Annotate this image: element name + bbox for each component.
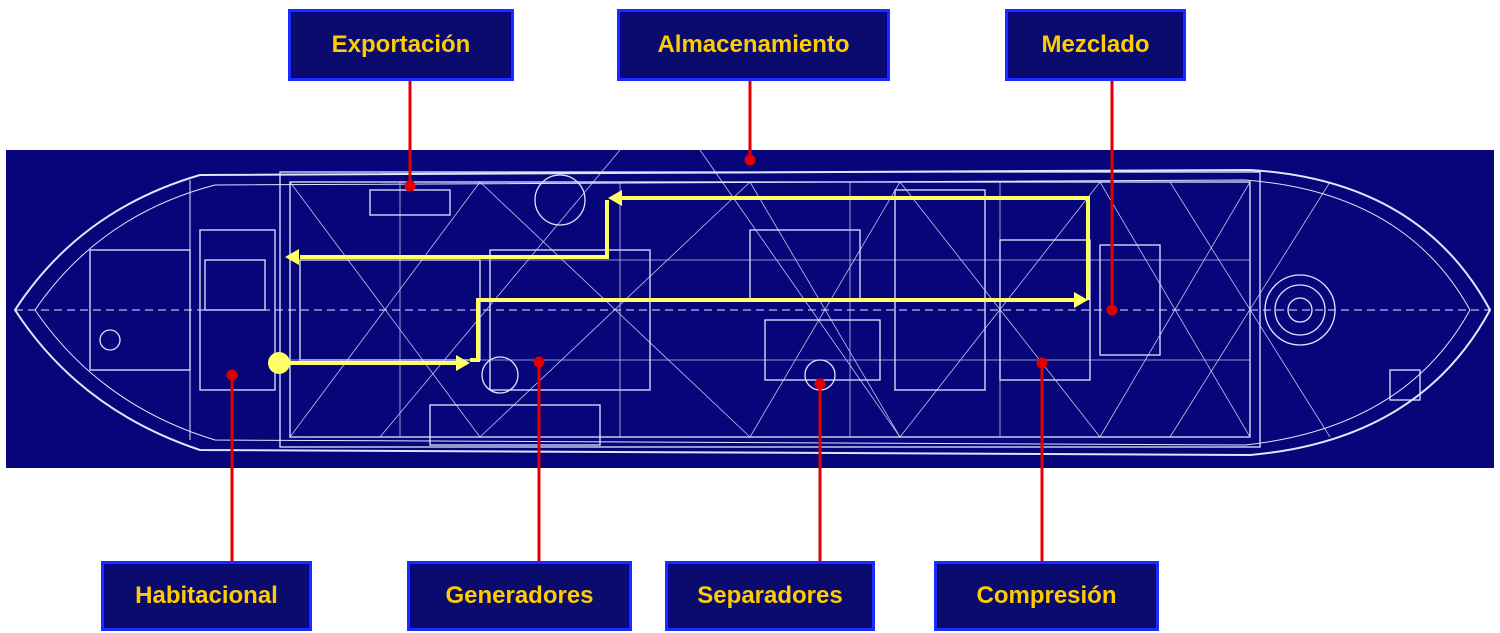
flow-path [300,200,609,259]
leader-dot [1106,304,1118,316]
leader-dot [1036,357,1048,369]
label-almacenamiento-text: Almacenamiento [657,31,850,58]
leader-lines [226,80,1118,562]
flow-arrowheads [285,190,1088,371]
label-generadores: Generadores [407,561,632,631]
leader-dot [533,356,545,368]
blueprint-background [6,150,1494,468]
arrowhead [608,190,622,206]
label-separadores: Separadores [665,561,875,631]
label-compresion-text: Compresión [976,582,1117,609]
arrowhead [1074,292,1088,308]
process-flow [280,196,1090,365]
leader-dot [744,154,756,166]
label-almacenamiento: Almacenamiento [617,9,890,81]
leader-dot [226,369,238,381]
label-generadores-text: Generadores [445,582,594,609]
label-exportacion-text: Exportación [331,31,471,58]
label-mezclado-text: Mezclado [1041,31,1150,58]
leader-dot [814,378,826,390]
flow-start-dot [268,352,290,374]
flow-path [470,298,1075,362]
label-compresion: Compresión [934,561,1159,631]
arrowhead [456,355,470,371]
label-separadores-text: Separadores [697,582,843,609]
label-mezclado: Mezclado [1005,9,1186,81]
bracing-lines [289,149,1331,438]
label-habitacional: Habitacional [101,561,312,631]
label-habitacional-text: Habitacional [135,582,278,609]
leader-dot [404,180,416,192]
flow-path [620,196,1090,300]
hull-outline [13,168,1492,457]
label-exportacion: Exportación [288,9,514,81]
arrowhead [285,249,299,265]
